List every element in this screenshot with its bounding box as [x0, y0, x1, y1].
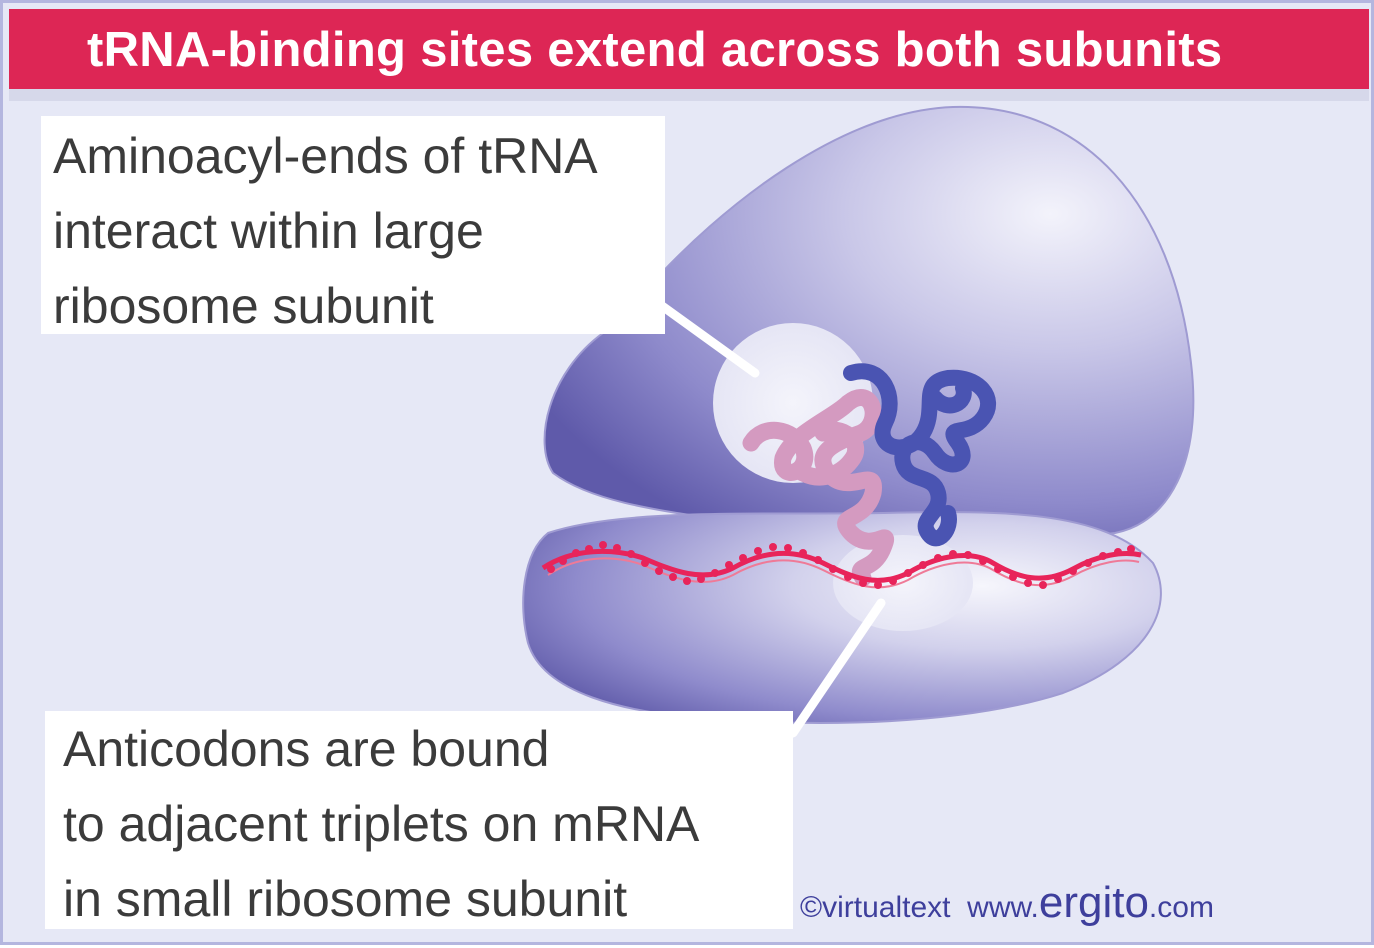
- large-subunit-callout: Aminoacyl-ends of tRNA interact within l…: [41, 116, 665, 334]
- ribosome-illustration: [522, 105, 1195, 738]
- copyright-credit: ©virtualtext www.ergito.com: [800, 878, 1214, 928]
- leader-line-small-subunit: [788, 598, 886, 738]
- mrna-bases: [547, 541, 1135, 589]
- diagram-title: tRNA-binding sites extend across both su…: [87, 23, 1223, 77]
- blue-trna: [843, 363, 996, 547]
- callout-line: ribosome subunit: [53, 278, 434, 334]
- callout-line: Anticodons are bound: [63, 721, 550, 777]
- url-suffix: .com: [1148, 891, 1214, 924]
- callout-line: Aminoacyl-ends of tRNA: [53, 128, 598, 184]
- pink-trna: [742, 389, 895, 587]
- callout-line: interact within large: [53, 203, 484, 259]
- url-prefix: www.: [967, 891, 1039, 924]
- leader-line-large-subunit: [653, 298, 760, 378]
- callout-line: to adjacent triplets on mRNA: [63, 796, 700, 852]
- small-subunit-callout: Anticodons are bound to adjacent triplet…: [45, 711, 793, 929]
- callout-line: in small ribosome subunit: [63, 871, 628, 927]
- title-bar: tRNA-binding sites extend across both su…: [9, 9, 1369, 101]
- copyright-text: ©virtualtext: [800, 891, 951, 924]
- small-ribosome-subunit: [522, 511, 1162, 724]
- brand-name: ergito: [1038, 878, 1149, 927]
